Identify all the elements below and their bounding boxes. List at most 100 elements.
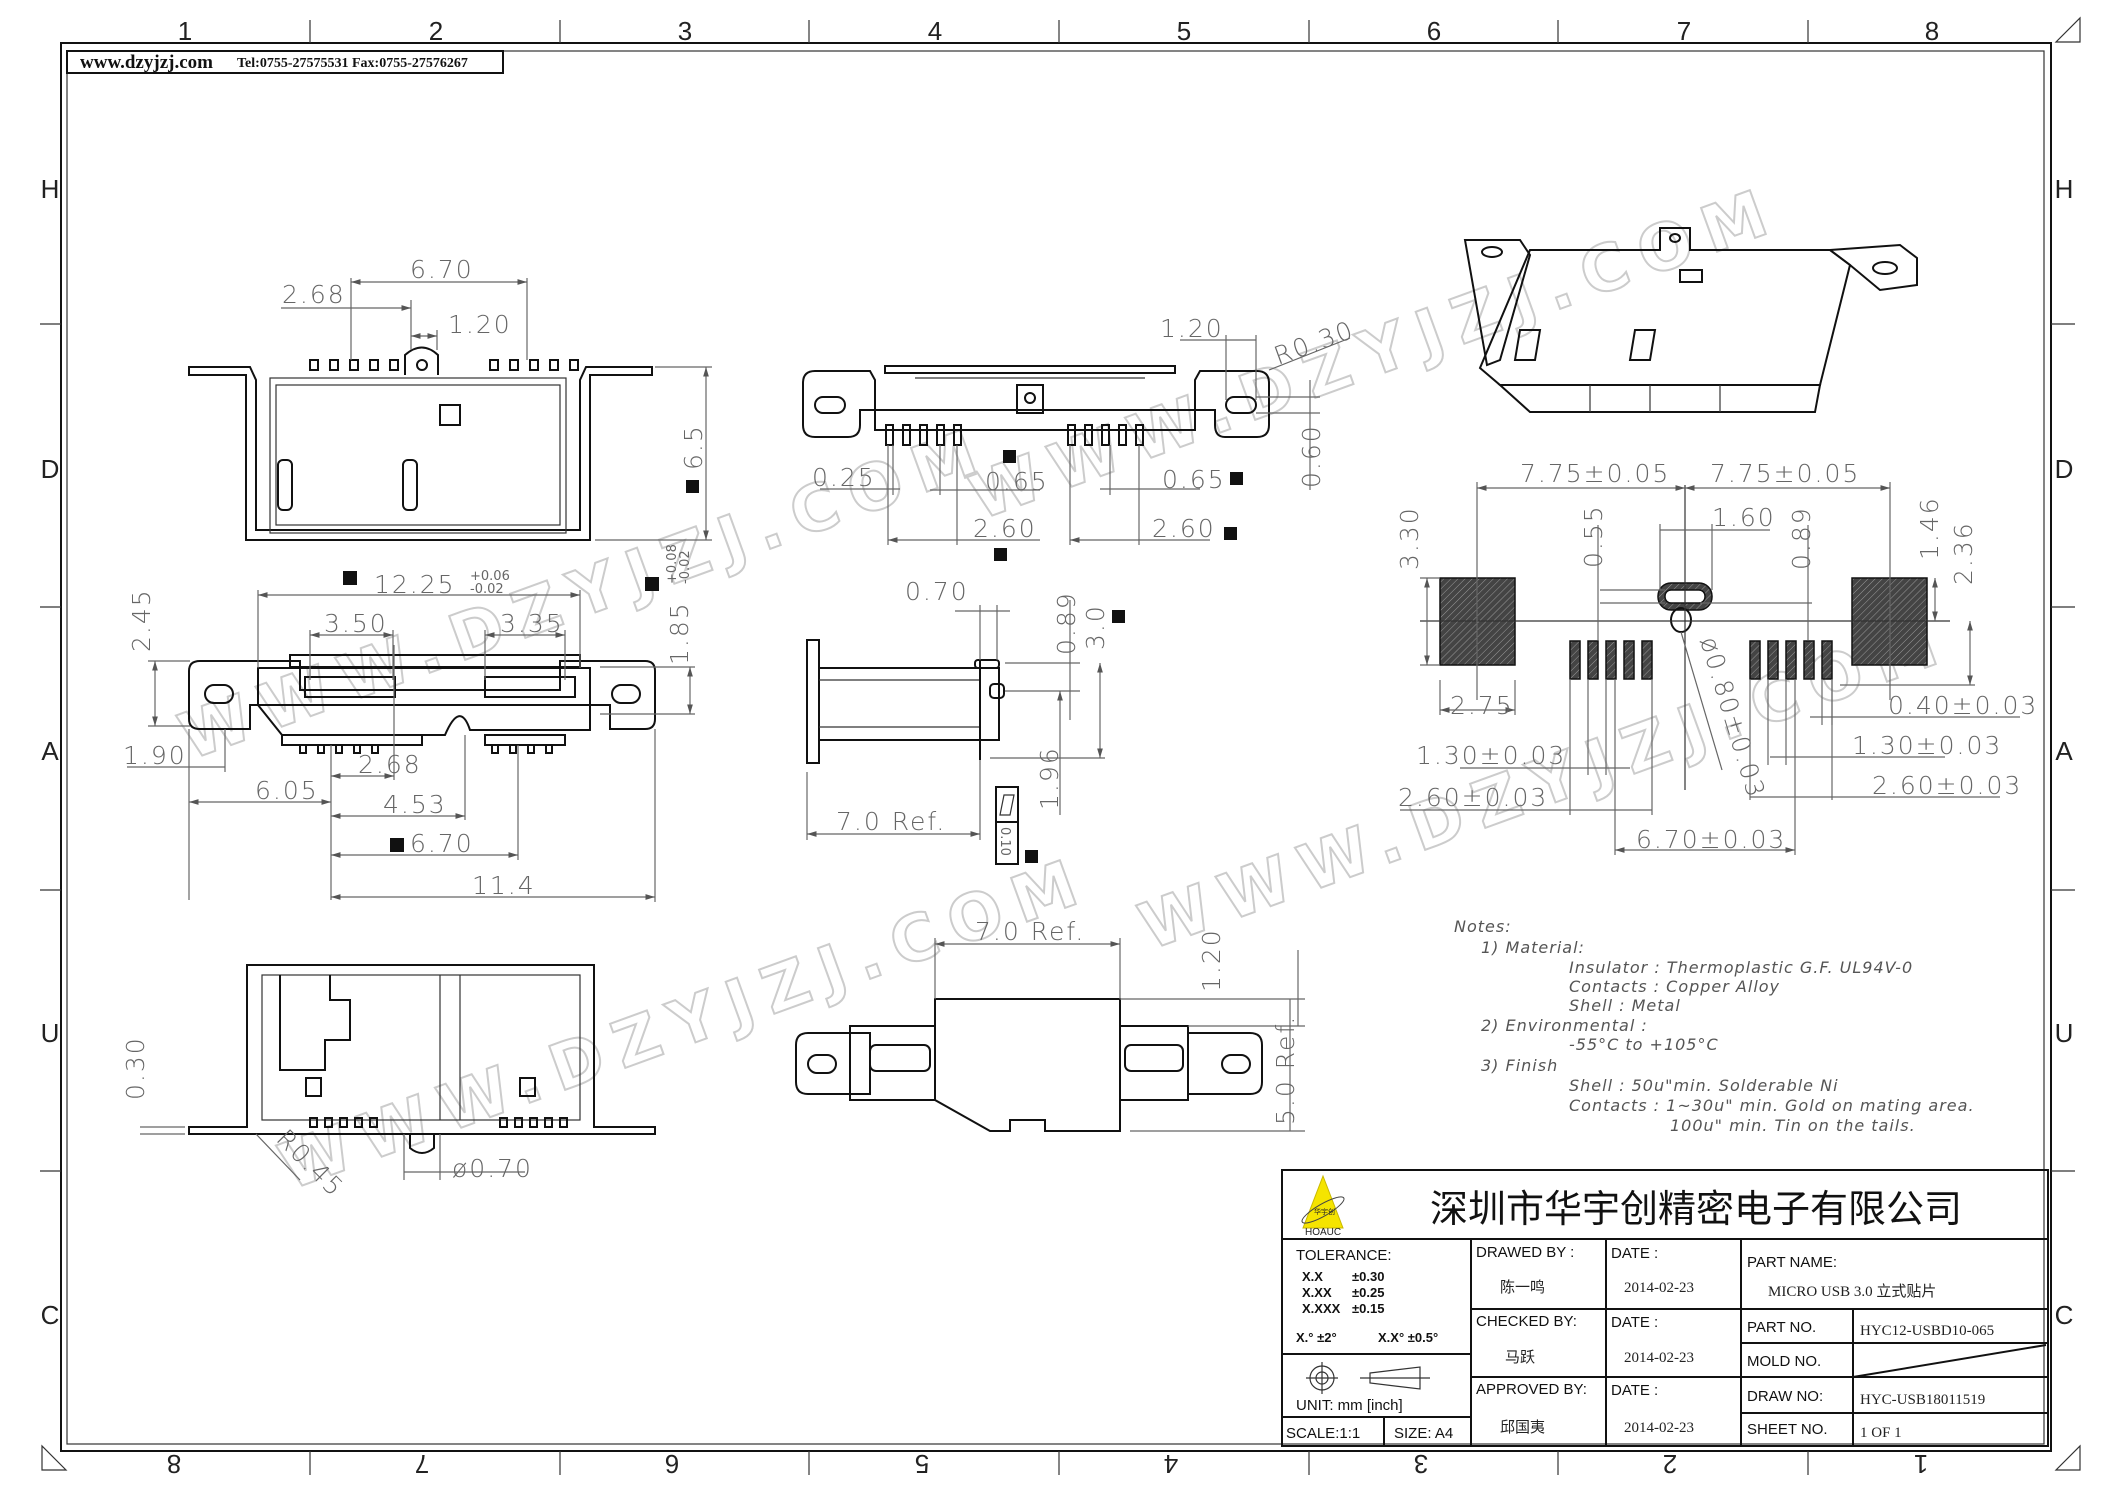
note-line: Contacts : Copper Alloy: [1569, 977, 1780, 996]
tolerance-value: ±0.25: [1352, 1285, 1384, 1300]
dim-label: 0.70: [905, 577, 969, 606]
company-logo: 华宇创 HOAUC: [1301, 1174, 1345, 1238]
part-no-value: HYC12-USBD10-065: [1860, 1323, 1994, 1339]
grid-row: C: [2055, 1300, 2074, 1330]
critical-dim-marker: [1025, 850, 1038, 863]
underside-view: 7.0 Ref. 1.20 5.0 Ref.: [795, 917, 1305, 1132]
grid-row: C: [41, 1300, 60, 1330]
dim-label: 7.0 Ref.: [836, 807, 946, 836]
grid-col: 4: [1164, 1449, 1178, 1479]
notes: Notes: 1) Material: Insulator : Thermopl…: [1454, 917, 1975, 1135]
critical-dim-marker: [1112, 610, 1125, 623]
dim-label: 2.75: [1450, 691, 1514, 720]
dim-label: 7.0 Ref.: [975, 917, 1085, 946]
dim-label: 0.55: [1579, 504, 1608, 568]
note-line: Insulator : Thermoplastic G.F. UL94V-0: [1569, 958, 1913, 977]
contact-text: Tel:0755-27575531 Fax:0755-27576267: [237, 56, 468, 71]
grid-col: 7: [1677, 16, 1691, 46]
tolerance-key: X.XX: [1302, 1285, 1332, 1300]
grid-row: U: [41, 1018, 60, 1048]
dim-label: 2.68: [358, 750, 422, 779]
side-view: 0.70 0.89 3.0 1.96 7.0 Ref. 0.10: [806, 577, 1125, 865]
part-no-label: PART NO.: [1747, 1319, 1816, 1336]
grid-col: 1: [178, 16, 192, 46]
checked-by-name: 马跃: [1505, 1349, 1535, 1366]
part-name-label: PART NAME:: [1747, 1254, 1837, 1271]
website-text: www.dzyjzj.com: [80, 52, 213, 73]
grid-col: 6: [665, 1449, 679, 1479]
note-line: 100u" min. Tin on the tails.: [1670, 1116, 1916, 1135]
dim-label: 0.89: [1787, 506, 1816, 570]
dim-label: 5.0 Ref.: [1271, 1015, 1300, 1125]
dim-label: 3.0: [1081, 604, 1110, 650]
dim-label: 1.20: [1197, 928, 1226, 992]
front-view: 12.25 +0.06 -0.02 3.50 3.35 2.45 1.85 +0…: [123, 544, 695, 902]
dim-label: 1.30±0.03: [1416, 741, 1566, 770]
dim-label: 2.68: [282, 280, 346, 309]
note-line: 2) Environmental :: [1481, 1016, 1648, 1035]
dim-label: 2.36: [1949, 521, 1978, 585]
dim-tolerance: +0.08: [665, 544, 680, 584]
corner-mark-icon: [41, 1444, 68, 1471]
drawed-date: 2014-02-23: [1624, 1280, 1694, 1296]
note-line: Shell : Metal: [1569, 996, 1681, 1015]
grid-col: 8: [1925, 16, 1939, 46]
dim-label: 6.70±0.03: [1636, 825, 1786, 854]
checked-date: 2014-02-23: [1624, 1350, 1694, 1366]
draw-no-label: DRAW NO:: [1747, 1388, 1823, 1405]
scale-label: SCALE:1:1: [1286, 1425, 1360, 1442]
critical-dim-marker: [994, 548, 1007, 561]
angle-tolerance: X.° ±2°: [1296, 1330, 1337, 1345]
tolerance-key: X.XXX: [1302, 1301, 1341, 1316]
angle-tolerance: X.X° ±0.5°: [1378, 1330, 1438, 1345]
dim-label: 3.30: [1395, 506, 1424, 570]
sheet-no-value: 1 OF 1: [1860, 1425, 1902, 1441]
dim-label: 11.4: [472, 871, 536, 900]
dim-label: 3.35: [500, 609, 564, 638]
note-line: 1) Material:: [1481, 938, 1585, 957]
grid-row: D: [41, 454, 60, 484]
dim-label: 0.65: [985, 467, 1049, 496]
dim-label: 1.60: [1712, 503, 1776, 532]
grid-col: 6: [1427, 16, 1441, 46]
pcb-layout-view: 7.75±0.05 7.75±0.05 1.60 3.30 0.55 0.89 …: [1395, 459, 2038, 855]
grid-row: U: [2055, 1018, 2074, 1048]
dim-label: 0.30: [121, 1036, 150, 1100]
size-label: SIZE: A4: [1394, 1425, 1453, 1442]
grid-row: H: [41, 174, 60, 204]
isometric-view: [1463, 227, 1918, 413]
dim-label: 4.53: [383, 790, 447, 819]
date-label: DATE :: [1611, 1382, 1658, 1399]
critical-dim-marker: [1230, 472, 1243, 485]
note-line: 3) Finish: [1481, 1056, 1558, 1075]
dim-label: 6.5: [679, 424, 708, 470]
dim-label: 6.70: [410, 829, 474, 858]
tolerance-value: ±0.30: [1352, 1269, 1384, 1284]
dim-label: 0.40±0.03: [1888, 691, 2038, 720]
grid-col: 2: [429, 16, 443, 46]
note-line: Contacts : 1~30u" min. Gold on mating ar…: [1569, 1096, 1975, 1115]
grid-row: A: [2055, 736, 2073, 766]
drawing-frame: [40, 16, 2081, 1475]
flatness-value: 0.10: [997, 827, 1012, 856]
mold-no-label: MOLD NO.: [1747, 1353, 1821, 1370]
projection-symbol-icon: [1306, 1362, 1430, 1394]
dim-label: 1.30±0.03: [1852, 731, 2002, 760]
flatness-icon: [999, 794, 1015, 816]
grid-row: H: [2055, 174, 2074, 204]
date-label: DATE :: [1611, 1314, 1658, 1331]
critical-dim-marker: [343, 571, 357, 585]
critical-dim-marker: [1224, 527, 1237, 540]
dim-label: 1.96: [1035, 746, 1064, 810]
dim-label: 2.60: [973, 514, 1037, 543]
tolerance-key: X.X: [1302, 1269, 1323, 1284]
grid-labels: 1 2 3 4 5 6 7 8 1 2 3 4 5 6 7 8 H D A U …: [41, 16, 2074, 1479]
grid-col: 5: [1177, 16, 1191, 46]
dim-tolerance: +0.06: [470, 569, 510, 584]
dim-label: 12.25: [374, 570, 456, 599]
drawed-by-name: 陈一鸣: [1500, 1278, 1545, 1296]
grid-row: D: [2055, 454, 2074, 484]
dim-label: 1.20: [448, 310, 512, 339]
dim-label: 2.60: [1152, 514, 1216, 543]
flatness-callout: 0.10: [995, 786, 1019, 865]
